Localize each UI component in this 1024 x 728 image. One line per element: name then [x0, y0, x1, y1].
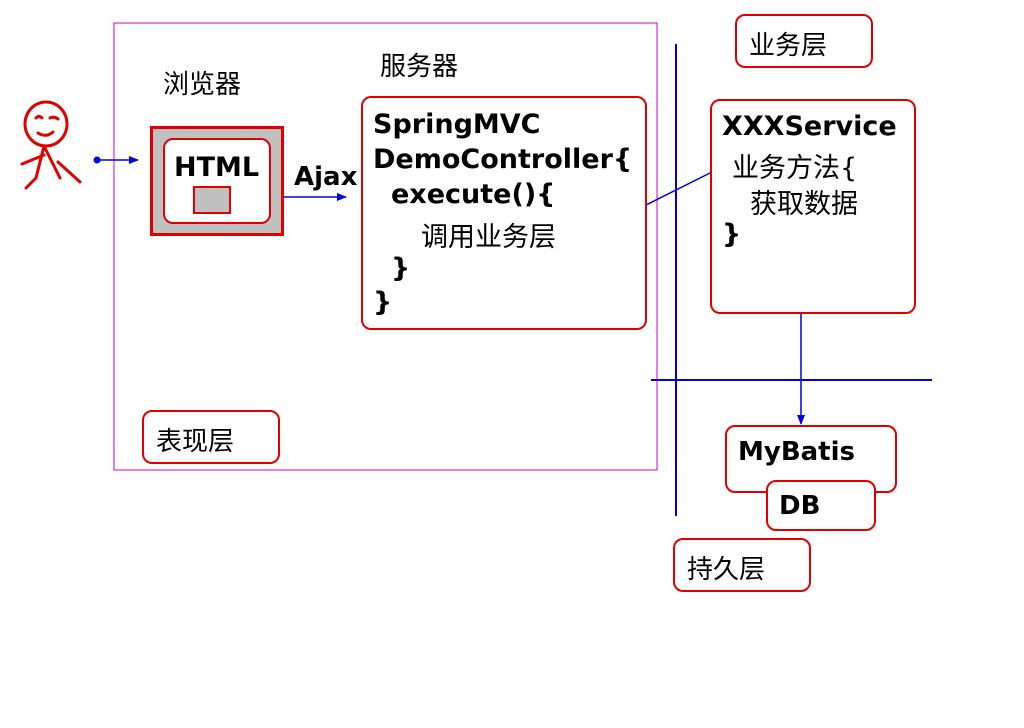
business-layer-tag: 业务层: [735, 14, 873, 68]
persistence-layer-tag: 持久层: [673, 538, 811, 592]
service-line-close: }: [722, 219, 742, 250]
controller-line-close-class: }: [373, 287, 393, 318]
service-line-class: XXXService: [722, 111, 897, 142]
browser-box: HTML: [150, 126, 284, 236]
user-stickman-icon: [20, 100, 82, 190]
business-layer-label: 业务层: [749, 31, 828, 61]
html-element[interactable]: [193, 186, 231, 214]
html-page-box: HTML: [163, 138, 271, 224]
controller-line-springmvc: SpringMVC: [373, 109, 541, 140]
service-box: [710, 99, 916, 314]
ajax-label: Ajax: [294, 162, 358, 192]
server-label: 服务器: [380, 52, 459, 82]
controller-line-method: execute(){: [391, 179, 556, 210]
db-label: DB: [779, 491, 821, 521]
browser-label: 浏览器: [163, 70, 242, 100]
controller-line-call: 调用业务层: [421, 222, 556, 253]
controller-box: [361, 96, 647, 330]
service-line-method: 业务方法{: [732, 153, 858, 184]
service-line-fetch: 获取数据: [750, 189, 858, 220]
presentation-layer-tag: 表现层: [142, 410, 280, 464]
controller-line-class: DemoController{: [373, 144, 633, 175]
mybatis-label: MyBatis: [738, 437, 855, 467]
persistence-layer-label: 持久层: [687, 555, 766, 585]
controller-line-close-method: }: [391, 253, 411, 284]
presentation-frame: [113, 22, 658, 471]
db-box: DB: [766, 480, 876, 531]
presentation-layer-label: 表现层: [156, 427, 235, 457]
html-label: HTML: [174, 152, 260, 183]
